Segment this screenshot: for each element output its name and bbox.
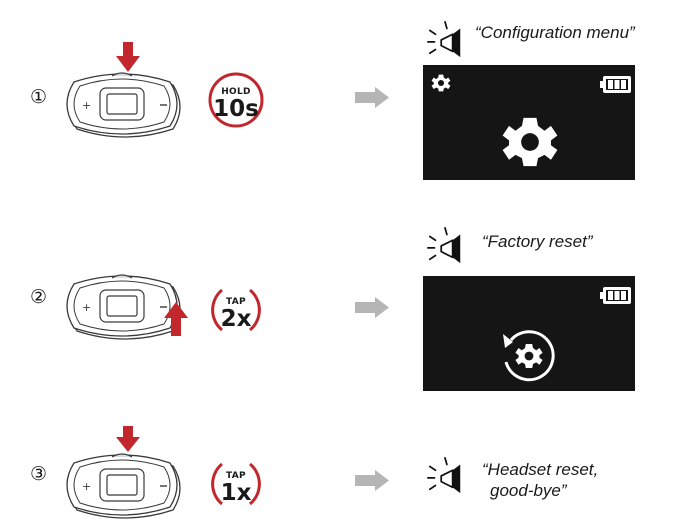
next-arrow-icon (355, 87, 389, 108)
device-screen-reset (423, 276, 635, 391)
voice-prompt-text-2: “Factory reset” (482, 232, 593, 251)
badge-circle-icon (208, 72, 264, 128)
headset-device-3 (66, 453, 181, 519)
step-number-1: ① (30, 87, 48, 108)
device-screen-config (423, 65, 635, 180)
large-gear-icon (502, 117, 558, 167)
voice-prompt-icon (427, 227, 462, 264)
voice-prompt-text-3-line2: good-bye” (490, 481, 567, 500)
badge-arcs-icon (211, 288, 261, 332)
action-badge-hold: HOLD 10s (208, 72, 264, 128)
press-arrow-icon (116, 42, 140, 72)
action-badge-tap-1x: TAP 1x (208, 456, 264, 512)
badge-label-top: TAP (226, 297, 246, 307)
headset-device-1 (66, 72, 181, 138)
voice-prompt-text-3-line1: “Headset reset, (482, 460, 599, 479)
press-arrow-icon (116, 426, 140, 452)
press-arrow-icon (164, 302, 188, 336)
badge-arcs-icon (211, 462, 261, 506)
action-badge-tap-2x: TAP 2x (208, 282, 264, 338)
voice-prompt-icon (427, 457, 462, 494)
reset-gear-icon (503, 330, 555, 382)
step-number-2: ② (30, 287, 48, 308)
next-arrow-icon (355, 470, 389, 491)
badge-label-top: TAP (226, 471, 246, 481)
battery-icon (600, 76, 631, 93)
badge-label-main: 10s (213, 96, 259, 122)
next-arrow-icon (355, 297, 389, 318)
badge-label-main: 2x (220, 306, 252, 332)
voice-prompt-icon (427, 21, 462, 58)
battery-icon (600, 287, 631, 304)
gear-icon (431, 74, 451, 92)
step-number-3: ③ (30, 464, 48, 485)
badge-label-main: 1x (220, 480, 252, 506)
badge-label-top: HOLD (221, 87, 251, 97)
voice-prompt-text-1: “Configuration menu” (475, 23, 635, 42)
